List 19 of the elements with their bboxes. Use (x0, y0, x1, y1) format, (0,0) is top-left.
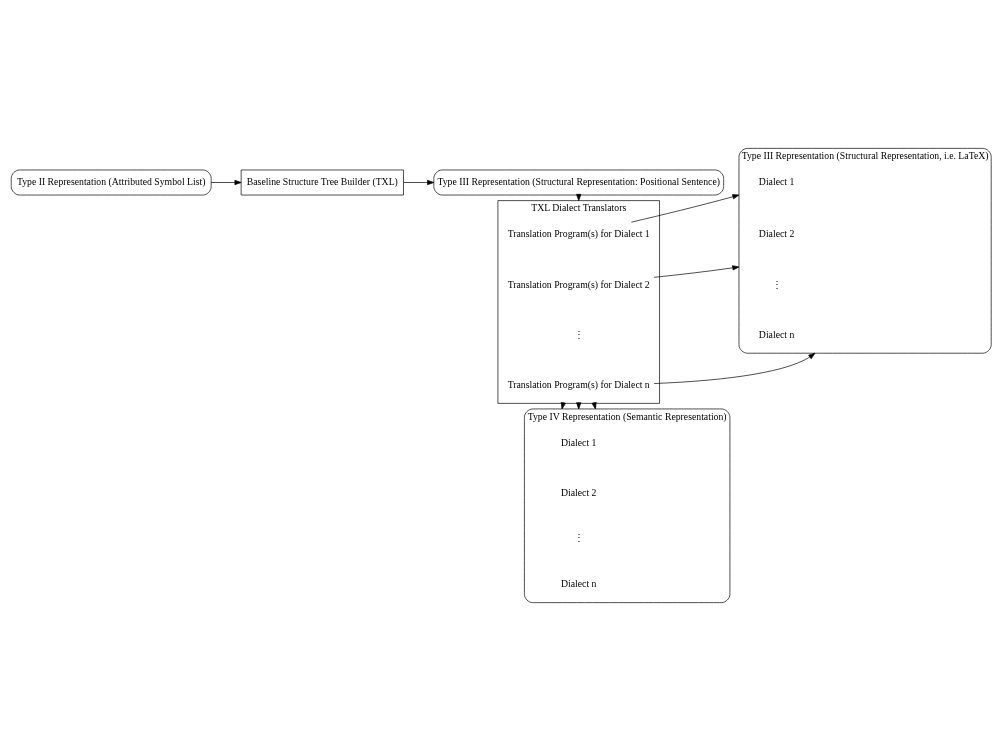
arrow (210, 179, 242, 185)
arrow (630, 193, 740, 223)
node-box: Baseline Structure Tree Builder (TXL) (240, 169, 404, 195)
node-text: Dialect n (758, 328, 795, 340)
node-text: Translation Program(s) for Dialect n (507, 378, 650, 390)
arrow (653, 352, 816, 384)
node-text: Dialect 2 (560, 486, 597, 498)
node-text: Dialect 1 (560, 436, 597, 448)
label: ⋮ (771, 278, 782, 289)
node-text: Dialect 1 (758, 175, 795, 187)
arrow (653, 264, 740, 278)
label: ⋮ (573, 328, 584, 340)
label: ⋮ (573, 531, 584, 543)
node-text: Translation Program(s) for Dialect 2 (507, 278, 650, 289)
arrow (403, 179, 435, 185)
node-text: Dialect 2 (758, 227, 795, 239)
node-box: Type II Representation (Attributed Symbol List) (10, 169, 212, 195)
node-text: Dialect n (560, 577, 597, 589)
node-text: Translation Program(s) for Dialect 1 (507, 227, 650, 239)
